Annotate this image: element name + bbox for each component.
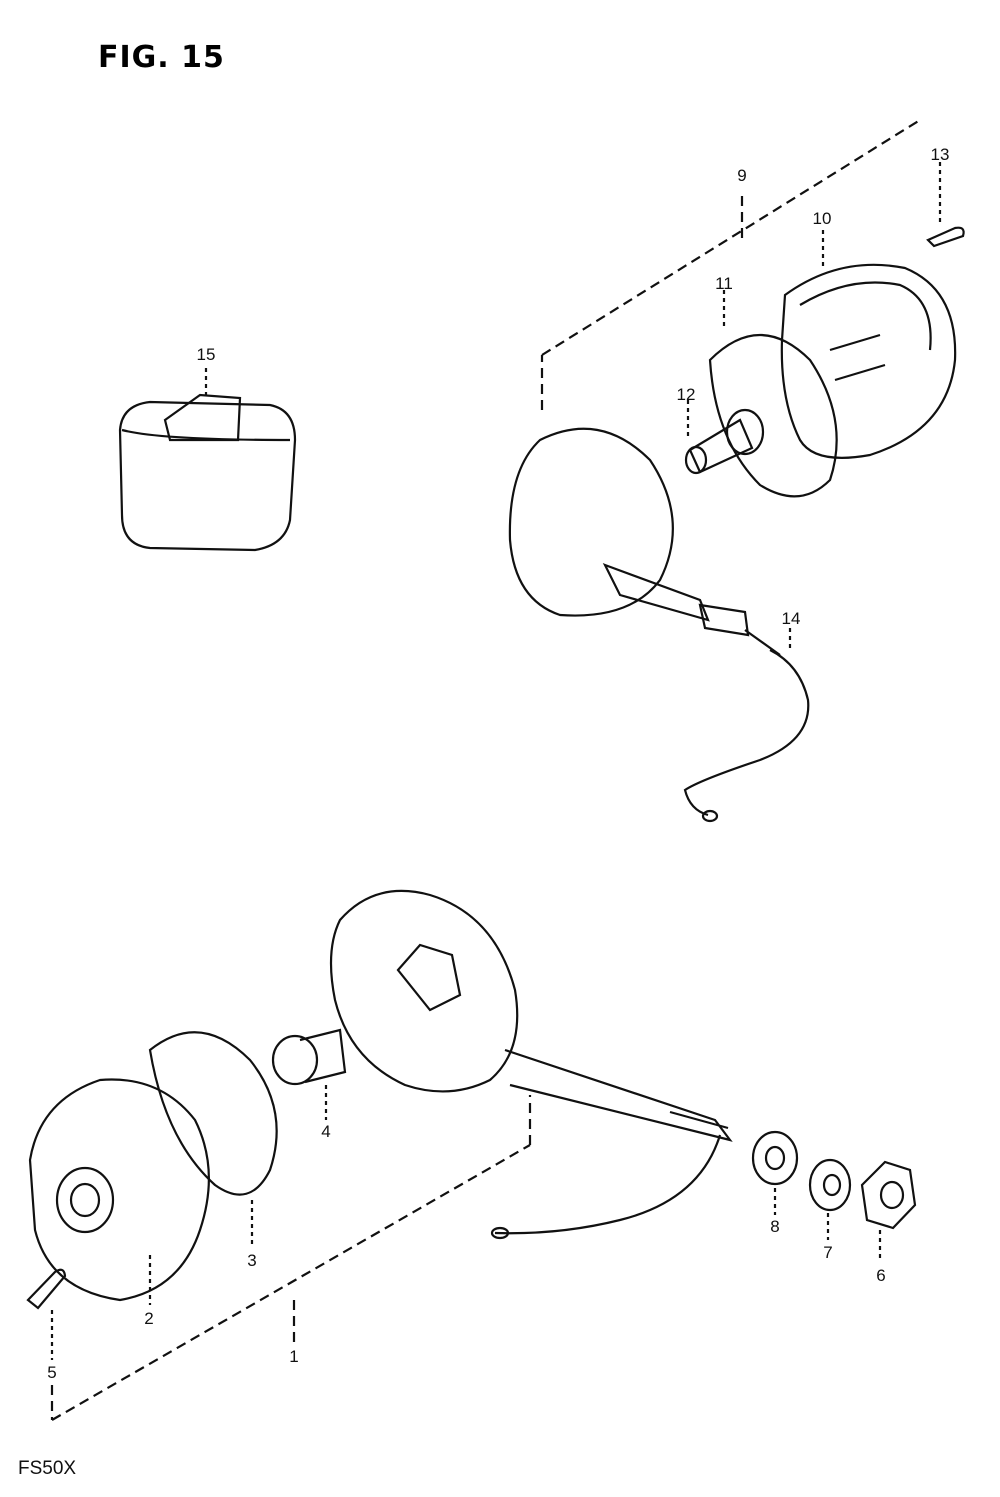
relay-15 [118,368,297,552]
gasket-3 [148,1031,278,1245]
part-label-10: 10 [812,209,832,228]
bulb-4 [271,1028,347,1120]
part-label-12: 12 [676,385,696,404]
nut-6 [860,1160,917,1262]
part-label-11: 11 [715,274,733,293]
part-label-7: 7 [823,1243,833,1262]
lens-cap-10 [780,230,957,459]
bulb-12 [684,400,765,475]
washer-8 [751,1130,799,1215]
bracket-9 [540,119,921,410]
figure-title: FIG. 15 [98,40,225,75]
screw-13 [926,162,965,248]
part-label-14: 14 [781,609,801,628]
part-label-13: 13 [930,145,950,164]
part-label-3: 3 [247,1251,257,1270]
wire-14 [683,628,810,823]
bracket-1 [50,1095,532,1421]
part-label-4: 4 [321,1122,331,1141]
lock-washer-7 [808,1158,852,1240]
part-label-9: 9 [737,166,747,185]
lens-cap-2 [28,1078,210,1305]
lamp-housing-upper [508,427,781,656]
part-label-5: 5 [47,1363,57,1382]
lamp-housing-lower [329,889,733,1142]
wire-lower [490,1134,722,1240]
model-code: FS50X [18,1458,77,1479]
part-label-15: 15 [196,345,216,364]
part-label-8: 8 [770,1217,780,1236]
gasket-11 [708,290,838,498]
part-label-1: 1 [289,1347,299,1366]
part-label-2: 2 [144,1309,154,1328]
screw-5 [26,1268,67,1360]
part-label-6: 6 [876,1266,886,1285]
